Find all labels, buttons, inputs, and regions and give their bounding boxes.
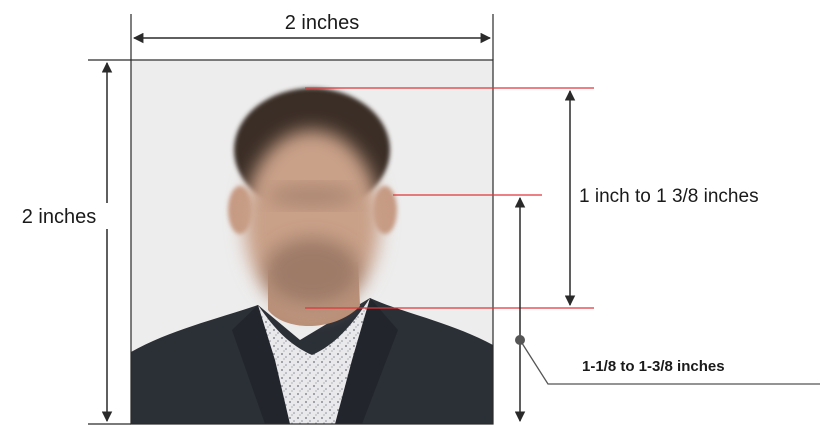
head-height-guide: 1 inch to 1 3/8 inches bbox=[305, 87, 759, 309]
photo-frame bbox=[130, 59, 494, 425]
width-label: 2 inches bbox=[285, 12, 360, 34]
portrait-photo bbox=[131, 60, 493, 424]
leader-line bbox=[519, 339, 820, 385]
eye-height-guide: 1-1/8 to 1-3/8 inches bbox=[393, 194, 820, 423]
height-label-backdrop bbox=[10, 203, 108, 229]
height-label: 2 inches bbox=[22, 206, 97, 228]
head-height-label: 1 inch to 1 3/8 inches bbox=[579, 186, 759, 207]
width-dimension: 2 inches bbox=[130, 12, 494, 60]
shirt bbox=[258, 298, 370, 424]
jacket-lapel-left bbox=[232, 305, 295, 424]
jacket-lapel-right bbox=[332, 298, 398, 424]
eyes-region bbox=[267, 186, 357, 206]
eye-height-label: 1-1/8 to 1-3/8 inches bbox=[582, 358, 725, 375]
beard bbox=[264, 238, 360, 306]
height-dimension: 2 inches bbox=[10, 59, 131, 425]
